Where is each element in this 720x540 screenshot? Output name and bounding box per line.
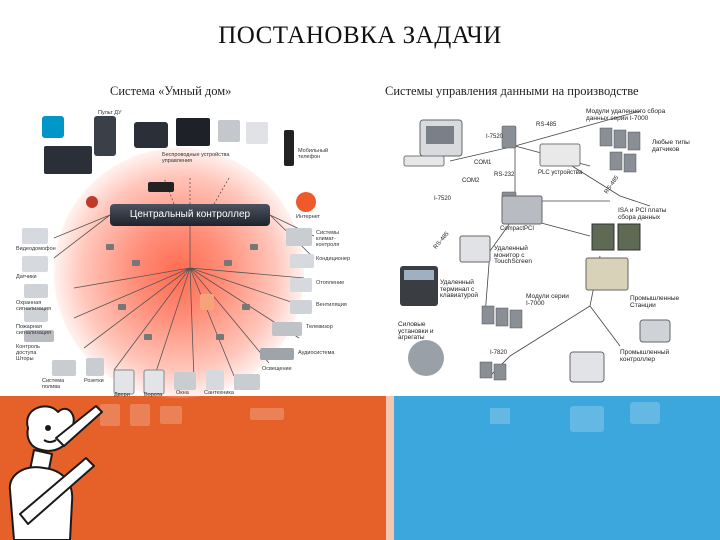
controller-icon	[640, 320, 670, 342]
label-right-1: Кондиционер	[316, 256, 354, 262]
security-icon	[24, 284, 48, 298]
label-left-2: Охранная сигнализация	[16, 300, 56, 312]
label-compactpci: CompactPCI	[500, 226, 540, 233]
smart-home-diagram: Центральный контроллер Пульт ДУ Мобильны…	[14, 108, 354, 398]
heating-icon	[290, 278, 312, 292]
irrigation-icon	[52, 360, 76, 376]
label-remote-modules: Модули удаленного сбора данных серии I-7…	[586, 109, 676, 122]
central-controller: Центральный контроллер	[110, 204, 270, 226]
compactpci-icon	[502, 196, 542, 224]
label-right-0: Системы климат-контроля	[316, 230, 354, 248]
label-left-6: Шторы	[16, 356, 50, 362]
label-left-0: Видеодомофон	[16, 246, 56, 252]
plumbing-icon	[206, 370, 224, 390]
label-right-6: Освещение	[262, 366, 306, 372]
label-bottom-3: Окна	[176, 390, 202, 396]
label-power-units: Силовые установки и агрегаты	[398, 322, 450, 342]
phone-icon	[284, 130, 294, 166]
touch-panel-icon	[44, 146, 92, 174]
label-right-5: Аудиосистема	[298, 350, 342, 356]
industrial-controller-icon	[570, 352, 604, 382]
device-icon	[234, 374, 260, 390]
ac-icon	[290, 254, 314, 268]
plc-icon	[540, 144, 580, 166]
pci-board-icon	[592, 224, 614, 250]
panel-icon	[176, 118, 210, 146]
remote-icon	[94, 116, 116, 156]
switch-icon	[246, 122, 268, 144]
label-mobile: Мобильный телефон	[298, 148, 338, 160]
label-any-sensors: Любые типы датчиков	[652, 140, 690, 153]
right-caption: Системы управления данными на производст…	[385, 84, 639, 99]
monitor-icon	[460, 236, 490, 262]
label-wireless: Беспроводные устройства управления	[162, 152, 232, 164]
label-right-3: Вентиляция	[316, 302, 354, 308]
gate-icon	[144, 370, 164, 394]
label-com1: COM1	[474, 160, 498, 167]
label-right-4: Телевизор	[306, 324, 346, 330]
label-industrial-stations: Промышленные Станции	[630, 296, 684, 309]
internet-icon	[296, 192, 316, 212]
label-remote-monitor: Удаленный монитор с TouchScreen	[494, 246, 548, 266]
socket-icon	[86, 358, 104, 376]
label-left-3: Пожарная сигнализация	[16, 324, 56, 336]
tv-icon	[272, 322, 302, 336]
label-com2: COM2	[462, 178, 486, 185]
alarm-icon	[86, 196, 98, 208]
sensor-icon	[22, 256, 48, 272]
label-i7820: I-7820	[490, 350, 520, 357]
label-i7520-mid: I-7520	[434, 196, 464, 203]
reflection	[10, 398, 710, 478]
label-left-4: Контроль доступа	[16, 344, 56, 356]
industrial-diagram: I-7520 RS-485 Модули удаленного сбора да…	[390, 106, 690, 398]
audio-icon	[260, 348, 294, 360]
touch-screen-icon	[134, 122, 168, 148]
label-i7000-modules: Модули серии I-7000	[526, 294, 574, 307]
label-remote: Пульт ДУ	[98, 110, 138, 116]
label-rs232: RS-232	[494, 172, 524, 179]
label-internet: Интернет	[296, 214, 336, 220]
router-icon	[148, 182, 174, 192]
label-industrial-controller: Промышленный контроллер	[620, 350, 680, 363]
label-rs485: RS-485	[536, 122, 566, 129]
label-i7520-top: I-7520	[486, 134, 516, 141]
hub-icon	[200, 294, 214, 310]
label-bottom-0: Розетки	[84, 378, 110, 384]
door-icon	[114, 370, 134, 394]
switch-icon	[218, 120, 240, 142]
label-remote-terminal: Удаленный терминал с клавиатурой	[440, 280, 496, 300]
label-isa-pci: ISA и PCI платы сбора данных	[618, 208, 674, 221]
left-caption: Система «Умный дом»	[110, 84, 231, 99]
label-plc: PLC устройства	[538, 170, 588, 177]
tablet-icon	[42, 116, 64, 138]
vault-boy-mascot-icon	[0, 398, 115, 540]
isa-board-icon	[618, 224, 640, 250]
engine-icon	[408, 340, 444, 376]
climate-icon	[286, 228, 312, 246]
ventilation-icon	[290, 300, 312, 314]
label-left-1: Датчики	[16, 274, 56, 280]
label-left-5: Система полива	[42, 378, 82, 390]
label-bottom-4: Сантехника	[204, 390, 238, 396]
window-icon	[174, 372, 196, 390]
label-right-2: Отопление	[316, 280, 354, 286]
station-icon	[586, 258, 628, 290]
intercom-icon	[22, 228, 48, 244]
slide-title: ПОСТАНОВКА ЗАДАЧИ	[0, 22, 720, 50]
